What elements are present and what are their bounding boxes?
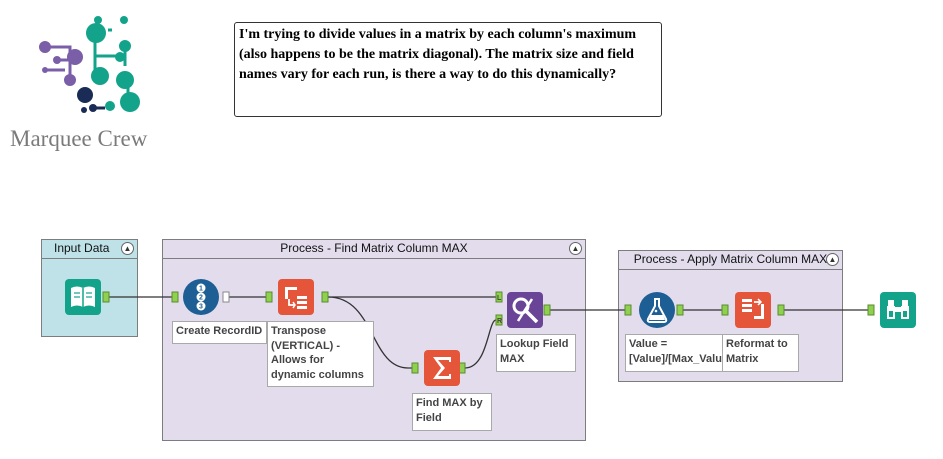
transpose-icon [285, 287, 307, 309]
container-header: Process - Find Matrix Column MAX ▲ [163, 240, 585, 259]
container-header: Input Data ▲ [42, 240, 137, 259]
tool-label: Transpose (VERTICAL) - Allows for dynami… [267, 321, 374, 387]
numbered-list-icon: 1 2 3 [196, 283, 206, 311]
svg-text:1: 1 [199, 286, 203, 293]
svg-text:3: 3 [199, 304, 203, 311]
formula-tool[interactable] [639, 292, 675, 328]
container-title: Input Data [54, 241, 110, 255]
binoculars-icon [887, 300, 909, 319]
container-title: Process - Find Matrix Column MAX [280, 241, 468, 255]
summarize-tool[interactable] [424, 350, 460, 386]
chevron-up-icon[interactable]: ▲ [826, 253, 839, 266]
browse-tool[interactable] [880, 292, 916, 328]
tool-label: Lookup Field MAX [496, 334, 576, 372]
tool-label: Value = [Value]/[Max_Value] [625, 334, 732, 372]
crosstab-icon [742, 298, 764, 319]
tool-label: Create RecordID [172, 321, 267, 344]
logo-brand-text: Marquee Crew [10, 126, 148, 151]
book-icon [71, 286, 95, 307]
chevron-up-icon[interactable]: ▲ [569, 242, 582, 255]
chevron-up-icon[interactable]: ▲ [121, 242, 134, 255]
tool-label: Reformat to Matrix [722, 334, 799, 372]
find-replace-icon [512, 297, 539, 324]
svg-text:2: 2 [199, 295, 203, 302]
transpose-tool[interactable] [278, 279, 314, 315]
record-id-tool[interactable]: 1 2 3 [183, 279, 219, 315]
marquee-crew-logo [39, 16, 140, 113]
sigma-icon [433, 357, 451, 379]
comment-text: I'm trying to divide values in a matrix … [239, 27, 637, 82]
container-title: Process - Apply Matrix Column MAX [633, 252, 828, 266]
tool-label: Find MAX by Field [412, 393, 492, 431]
container-header: Process - Apply Matrix Column MAX ▲ [619, 251, 842, 270]
input-anchor [867, 304, 875, 316]
comment-tool[interactable]: I'm trying to divide values in a matrix … [234, 22, 662, 117]
flask-icon [646, 298, 668, 323]
find-replace-tool[interactable] [507, 292, 543, 328]
cross-tab-tool[interactable] [735, 292, 771, 328]
input-data-tool[interactable] [65, 279, 101, 315]
